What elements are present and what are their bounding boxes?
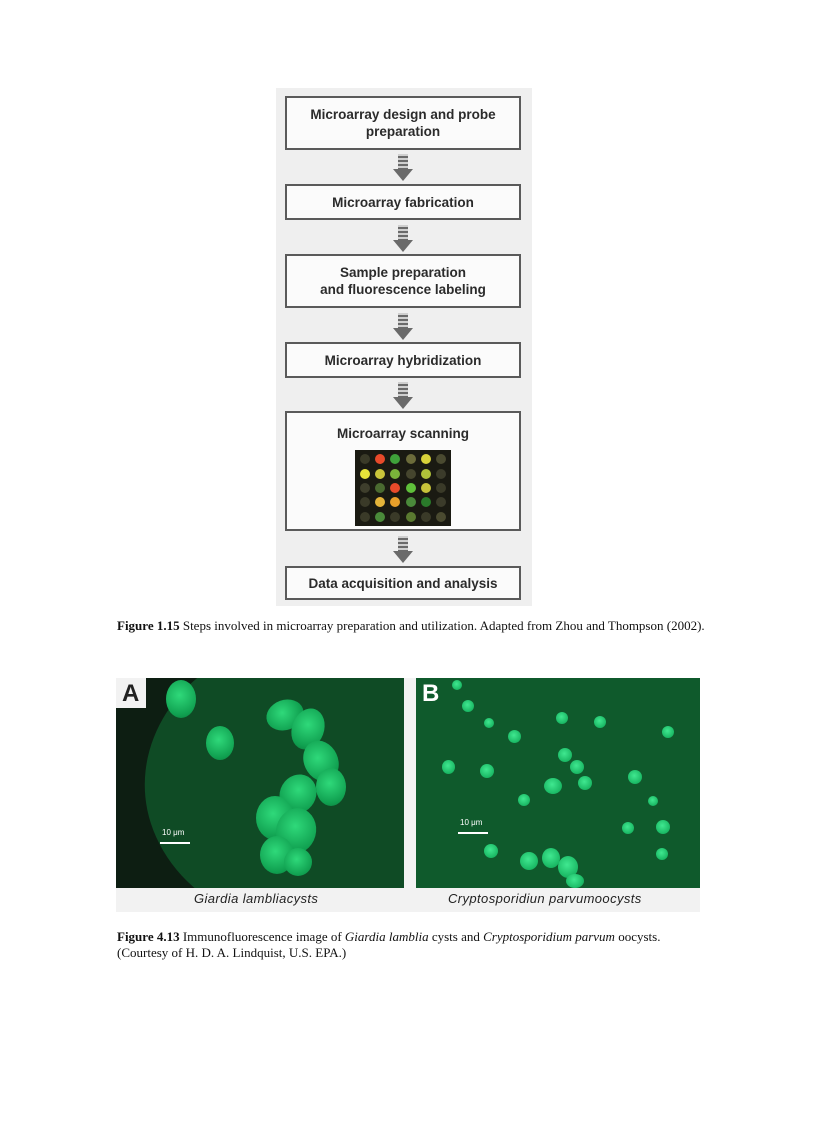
figure-label: Figure 1.15 [117,618,180,633]
microarray-spot [420,482,431,493]
caption-courtesy: (Courtesy of H. D. A. Lindquist, U.S. EP… [117,945,347,960]
microarray-spot [390,482,401,493]
figure-4-13-caption: Figure 4.13 Immunofluorescence image of … [117,929,717,961]
down-arrow-icon [393,382,413,410]
microarray-spot [405,482,416,493]
microarray-spot [420,454,431,465]
microarray-spot [359,454,370,465]
scale-bar [160,842,190,844]
step-sample-preparation: Sample preparation and fluorescence labe… [285,254,521,308]
microarray-spot [420,468,431,479]
microarray-spot [390,454,401,465]
microarray-spot [359,497,370,508]
microarray-spot [405,511,416,522]
microarray-spot [374,497,385,508]
panel-b-label: Cryptosporidiun parvumoocysts [448,891,642,906]
step-scanning: Microarray scanning [285,411,521,531]
panel-b-micrograph: B 10 μm [416,678,700,888]
down-arrow-icon [393,313,413,341]
microarray-spot [359,468,370,479]
step-sample-preparation-label: Sample preparation and fluorescence labe… [320,265,486,297]
microarray-spot [436,468,447,479]
microarray-spot [405,454,416,465]
microarray-spot [436,511,447,522]
caption-text: Steps involved in microarray preparation… [179,618,705,633]
step-hybridization-label: Microarray hybridization [324,352,482,368]
panel-b-letter-box: B [416,678,446,708]
step-data-analysis-label: Data acquisition and analysis [308,575,498,591]
down-arrow-icon [393,154,413,182]
down-arrow-icon [393,225,413,253]
figure-label: Figure 4.13 [117,929,180,944]
microarray-spot [374,511,385,522]
caption-text: oocysts. [614,929,661,944]
microarray-spot [390,468,401,479]
immunofluorescence-figure: A 10 μm B 10 μm Giardia lamb [116,678,700,912]
microarray-spot [390,497,401,508]
microarray-spot [436,482,447,493]
microarray-spot [374,454,385,465]
scale-bar-label: 10 μm [162,828,185,837]
microarray-spot [420,497,431,508]
step-data-analysis: Data acquisition and analysis [285,566,521,600]
caption-species-cryptosporidium: Cryptosporidium parvum [483,929,615,944]
microarray-spot [374,468,385,479]
microarray-spot [359,511,370,522]
microarray-spot [420,511,431,522]
panel-a-letter-box: A [116,678,146,708]
panel-a-letter: A [122,680,140,707]
scale-bar [458,832,488,834]
scale-bar-label: 10 μm [460,818,483,827]
microarray-spot [374,482,385,493]
panel-a-micrograph: A 10 μm [116,678,404,888]
step-design-label: Microarray design and probe preparation [310,107,496,139]
caption-text: cysts and [428,929,484,944]
caption-text: Immunofluorescence image of [179,929,345,944]
down-arrow-icon [393,536,413,564]
microarray-spot [405,468,416,479]
microarray-spot [359,482,370,493]
step-fabrication-label: Microarray fabrication [332,194,474,210]
panel-a-label: Giardia lambliacysts [194,891,319,906]
step-fabrication: Microarray fabrication [285,184,521,220]
microarray-spot [390,511,401,522]
microarray-spot [436,497,447,508]
microarray-flowchart: Microarray design and probe preparation … [276,88,532,606]
step-hybridization: Microarray hybridization [285,342,521,378]
figure-1-15-caption: Figure 1.15 Steps involved in microarray… [117,618,717,634]
step-scanning-label: Microarray scanning [336,426,470,441]
microarray-image [355,450,451,526]
caption-species-giardia: Giardia lamblia [344,929,429,944]
microarray-spot [405,497,416,508]
panel-b-letter: B [422,680,440,707]
microarray-spot [436,454,447,465]
step-design: Microarray design and probe preparation [285,96,521,150]
